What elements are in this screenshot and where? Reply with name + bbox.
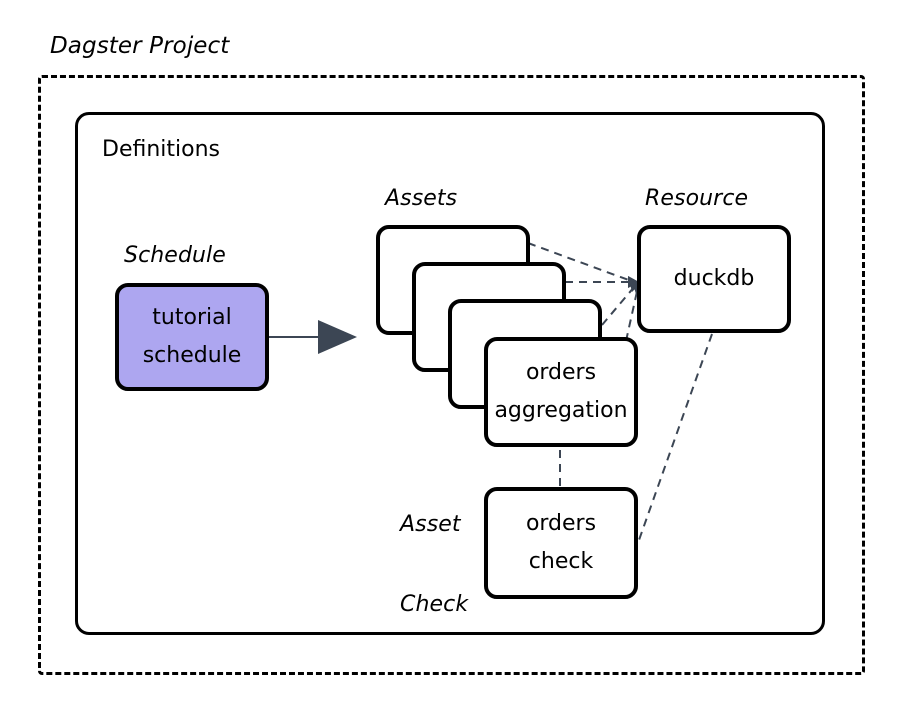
asset-node-orders-aggregation-line1: orders: [525, 360, 597, 385]
asset-node-orders-aggregation[interactable]: orders aggregation: [484, 337, 638, 447]
asset-check-node-line2: check: [528, 549, 594, 574]
asset-check-group-label-line1: Asset: [400, 511, 461, 537]
definitions-label: Definitions: [102, 137, 220, 162]
asset-check-node-line1: orders: [525, 511, 597, 536]
schedule-node-line2: schedule: [142, 343, 242, 368]
schedule-group-label: Schedule: [124, 243, 226, 268]
asset-check-node-orders-check[interactable]: orders check: [484, 487, 638, 599]
asset-node-orders-aggregation-line2: aggregation: [494, 398, 628, 423]
schedule-node-tutorial-schedule[interactable]: tutorial schedule: [115, 283, 269, 391]
page-title: Dagster Project: [50, 33, 230, 59]
dagster-project-container: [38, 75, 865, 675]
assets-group-label: Assets: [385, 186, 458, 211]
definitions-container: [75, 112, 825, 635]
resource-node-duckdb[interactable]: duckdb: [637, 225, 791, 333]
schedule-node-line1: tutorial: [152, 305, 232, 330]
resource-node-label: duckdb: [673, 266, 755, 291]
asset-check-group-label: Asset Check: [400, 458, 468, 673]
asset-check-group-label-line2: Check: [400, 592, 469, 618]
resource-group-label: Resource: [645, 186, 749, 211]
